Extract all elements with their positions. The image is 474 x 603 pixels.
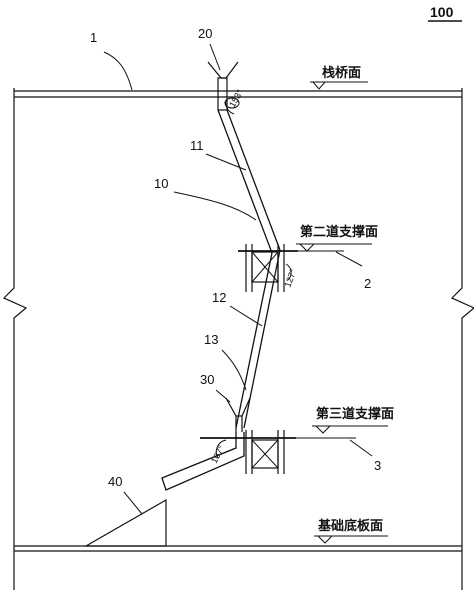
leader-12 (229, 305, 263, 327)
label-12: 12 (212, 290, 226, 305)
support-frame-third (200, 430, 296, 474)
level-marker-third (200, 425, 388, 439)
funnel-20 (207, 61, 239, 111)
label-20: 20 (198, 26, 212, 41)
funnel-30 (225, 397, 251, 432)
level-third-support: 第三道支撑面 (316, 406, 394, 422)
support-frame-second (238, 244, 298, 292)
leader-40 (123, 491, 143, 515)
angle-mark-top (224, 97, 240, 109)
leader-2 (335, 251, 363, 267)
left-wall (2, 88, 28, 590)
leader-10 (173, 191, 257, 221)
label-11: 11 (190, 138, 204, 153)
right-wall (450, 88, 474, 590)
level-marker-trestle (310, 81, 368, 90)
leader-13 (221, 349, 247, 391)
level-second-support: 第二道支撑面 (300, 224, 378, 240)
label-3: 3 (374, 458, 381, 473)
chute-segment-11 (217, 109, 281, 254)
leader-3 (349, 439, 373, 457)
material-pile-40 (83, 498, 167, 547)
figure-number: 100 (430, 4, 454, 20)
leader-1 (103, 51, 133, 91)
level-marker-second (238, 243, 372, 252)
angle-arc-middle (285, 263, 292, 281)
chute-discharge-segment (161, 432, 245, 491)
label-2: 2 (364, 276, 371, 291)
angle-middle: 127° (282, 267, 298, 288)
label-40: 40 (108, 474, 122, 489)
level-trestle-surface: 栈桥面 (322, 65, 361, 81)
angle-bottom: 107° (209, 443, 227, 464)
label-1: 1 (90, 30, 97, 45)
foundation-slab (14, 545, 462, 552)
leader-11 (205, 153, 247, 171)
level-marker-foundation (314, 535, 388, 544)
leader-30 (215, 389, 231, 403)
leader-20 (209, 43, 221, 71)
label-13: 13 (204, 332, 218, 347)
level-foundation-slab: 基础底板面 (317, 518, 383, 534)
label-10: 10 (154, 176, 168, 191)
trestle-deck (14, 90, 462, 98)
label-30: 30 (200, 372, 214, 387)
